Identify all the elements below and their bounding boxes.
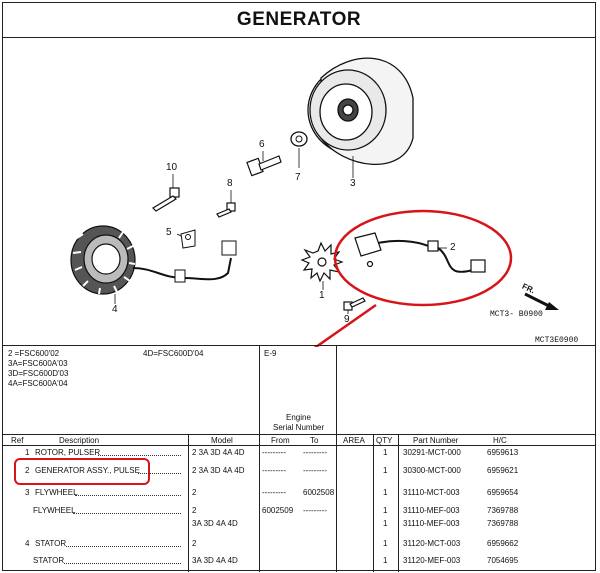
row-qty: 1 bbox=[383, 506, 388, 515]
row-description: STATOR bbox=[35, 539, 67, 548]
callout-9: 9 bbox=[344, 314, 350, 325]
callout-3: 3 bbox=[350, 178, 356, 189]
row-model: 2 bbox=[192, 488, 197, 497]
model-code-4d: 4D=FSC600D'04 bbox=[143, 349, 204, 358]
row-part-number: 31110-MEF-003 bbox=[403, 506, 460, 515]
row-model: 2 3A 3D 4A 4D bbox=[192, 448, 245, 457]
col-part-number: Part Number bbox=[413, 436, 459, 445]
row-part-number: 30291-MCT-000 bbox=[403, 448, 461, 457]
row-from: 6002509 bbox=[262, 506, 294, 515]
col-ref: Ref bbox=[11, 436, 24, 445]
row-hc: 7369788 bbox=[487, 506, 519, 515]
row-description: GENERATOR ASSY., PULSE bbox=[35, 466, 140, 475]
col-model: Model bbox=[211, 436, 233, 445]
row-description: STATOR bbox=[33, 556, 65, 565]
col-to: To bbox=[310, 436, 319, 445]
row-qty: 1 bbox=[383, 488, 388, 497]
highlight-box bbox=[14, 458, 150, 485]
row-part-number: 31120-MCT-003 bbox=[403, 539, 461, 548]
row-model: 2 bbox=[192, 539, 197, 548]
callout-4: 4 bbox=[112, 304, 118, 315]
row-ref: 1 bbox=[25, 448, 30, 457]
callout-5: 5 bbox=[166, 227, 172, 238]
model-code-3a: 3A=FSC600A'03 bbox=[8, 359, 68, 368]
row-qty: 1 bbox=[383, 539, 388, 548]
row-to: --------- bbox=[303, 466, 327, 475]
fig-code: MCT3- B0900 bbox=[490, 310, 543, 319]
row-part-number: 31110-MCT-003 bbox=[403, 488, 460, 497]
row-part-number: 30300-MCT-000 bbox=[403, 466, 461, 475]
row-hc: 6959662 bbox=[487, 539, 519, 548]
row-ref: 3 bbox=[25, 488, 30, 497]
row-qty: 1 bbox=[383, 448, 388, 457]
row-description: FLYWHEEL bbox=[35, 488, 78, 497]
row-leader bbox=[75, 495, 181, 496]
row-ref: 4 bbox=[25, 539, 30, 548]
section-code: E-9 bbox=[264, 349, 277, 358]
row-to: 6002508 bbox=[303, 488, 335, 497]
row-qty: 1 bbox=[383, 519, 388, 528]
col-hc: H/C bbox=[493, 436, 507, 445]
row-leader bbox=[73, 513, 181, 514]
row-from: --------- bbox=[262, 488, 286, 497]
row-hc: 6959654 bbox=[487, 488, 519, 497]
row-from: --------- bbox=[262, 466, 286, 475]
model-code-4a: 4A=FSC600A'04 bbox=[8, 379, 68, 388]
row-to: --------- bbox=[303, 506, 327, 515]
callout-2: 2 bbox=[450, 242, 456, 253]
row-part-number: 31120-MEF-003 bbox=[403, 556, 461, 565]
ref-code: MCT3E0900 bbox=[535, 336, 579, 345]
col-area: AREA bbox=[343, 436, 365, 445]
row-qty: 1 bbox=[383, 466, 388, 475]
row-leader bbox=[64, 563, 181, 564]
row-model: 2 3A 3D 4A 4D bbox=[192, 466, 245, 475]
callout-7: 7 bbox=[295, 172, 301, 183]
page-title: GENERATOR bbox=[3, 3, 595, 38]
serial-number-label: Serial Number bbox=[273, 423, 325, 432]
row-to: --------- bbox=[303, 448, 327, 457]
exploded-diagram: 1 2 3 4 5 6 7 8 9 10 FR. MCT3- B0900 MCT… bbox=[3, 38, 595, 347]
model-code-2: 2 =FSC600'02 bbox=[8, 349, 60, 358]
callout-10: 10 bbox=[166, 162, 178, 173]
diagram-drawing bbox=[70, 57, 559, 347]
row-hc: 6959621 bbox=[487, 466, 519, 475]
flywheel-part bbox=[307, 57, 414, 165]
row-description: FLYWHEEL bbox=[33, 506, 76, 515]
row-ref: 2 bbox=[25, 466, 30, 475]
engine-label: Engine bbox=[286, 413, 311, 422]
model-code-3d: 3D=FSC600D'03 bbox=[8, 369, 69, 378]
col-description: Description bbox=[59, 436, 100, 445]
callout-6: 6 bbox=[259, 139, 265, 150]
callout-8: 8 bbox=[227, 178, 233, 189]
row-leader bbox=[138, 473, 181, 474]
row-hc: 6959613 bbox=[487, 448, 519, 457]
row-hc: 7054695 bbox=[487, 556, 519, 565]
row-model: 3A 3D 4A 4D bbox=[192, 519, 238, 528]
col-qty: QTY bbox=[376, 436, 393, 445]
row-part-number: 31110-MEF-003 bbox=[403, 519, 460, 528]
row-leader bbox=[97, 455, 181, 456]
row-hc: 7369788 bbox=[487, 519, 519, 528]
row-model: 3A 3D 4A 4D bbox=[192, 556, 238, 565]
row-qty: 1 bbox=[383, 556, 388, 565]
col-from: From bbox=[271, 436, 290, 445]
row-description: ROTOR, PULSER bbox=[35, 448, 101, 457]
row-from: --------- bbox=[262, 448, 286, 457]
row-leader bbox=[66, 546, 181, 547]
callout-1: 1 bbox=[319, 290, 325, 301]
row-model: 2 bbox=[192, 506, 197, 515]
